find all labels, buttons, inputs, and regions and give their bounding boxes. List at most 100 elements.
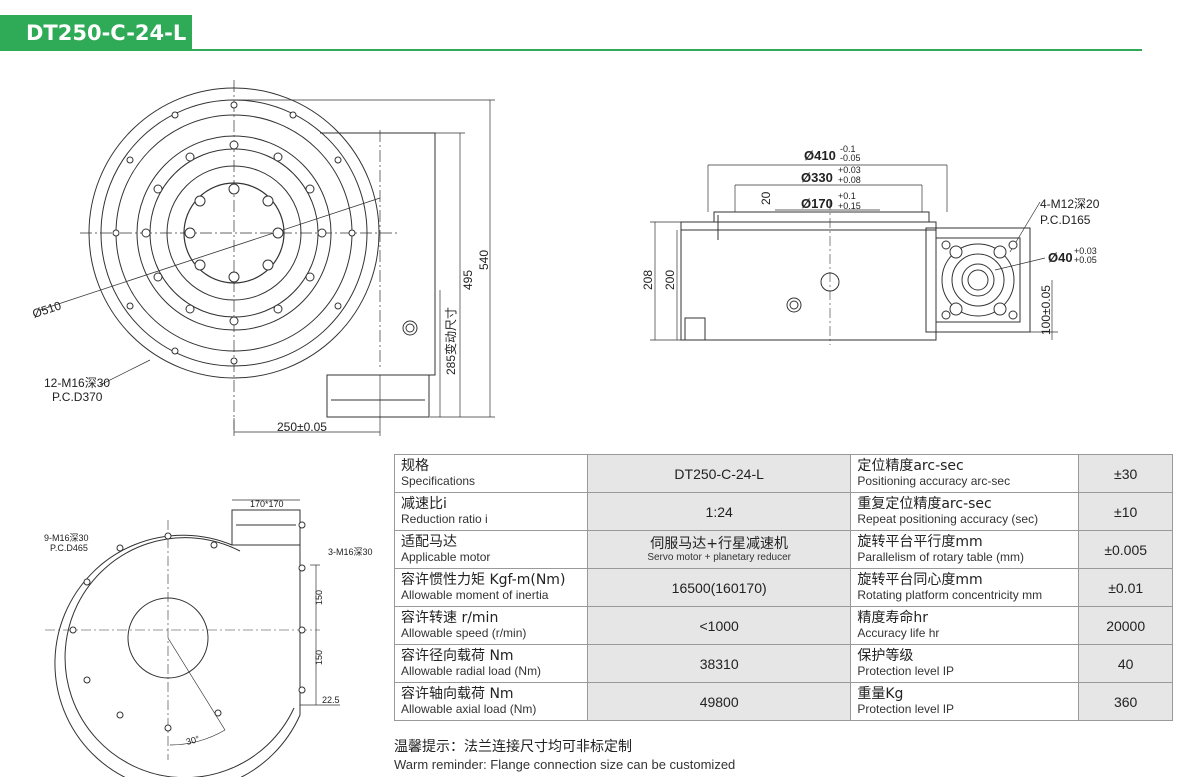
spec-text: Parallelism of rotary table (mm) xyxy=(857,550,1025,564)
tol-330-dn: +0.08 xyxy=(838,175,861,185)
spec-text: Rotating platform concentricity mm xyxy=(857,588,1043,602)
side-pcd: P.C.D165 xyxy=(1040,213,1091,227)
dim-100: 100±0.05 xyxy=(1039,285,1053,335)
spec-text: Specifications xyxy=(401,474,476,488)
spec-value-cell: <1000 xyxy=(586,606,852,645)
dim-200: 200 xyxy=(663,270,677,290)
tol-170-dn: +0.15 xyxy=(838,201,861,211)
spec-text: 减速比i xyxy=(401,496,447,512)
dim-495: 495 xyxy=(461,270,475,290)
spec-text: 16500(160170) xyxy=(671,579,767,596)
dim-540: 540 xyxy=(477,250,491,270)
spec-text: 360 xyxy=(1113,693,1138,710)
dim-20: 20 xyxy=(759,191,773,205)
spec-text: 伺服马达+行星减速机 xyxy=(650,536,789,552)
flange-size: 170*170 xyxy=(250,499,284,509)
spec-text: 重量Kg xyxy=(857,686,904,702)
spec-value-cell: DT250-C-24-L xyxy=(586,454,852,493)
spec-value-cell: 360 xyxy=(1078,682,1173,721)
tol-40-dn: +0.05 xyxy=(1074,255,1097,265)
dim-dia-410: Ø410 xyxy=(804,148,836,163)
spec-text: 定位精度arc-sec xyxy=(857,458,964,474)
spec-value-cell: ±0.01 xyxy=(1078,568,1173,607)
spec-text: ±30 xyxy=(1114,465,1138,482)
spec-text: 精度寿命hr xyxy=(857,610,928,626)
spec-value-cell: ±0.005 xyxy=(1078,530,1173,569)
tol-410-up: -0.1 xyxy=(840,144,856,154)
spec-text: 保护等级 xyxy=(857,648,914,664)
dim-dia-170: Ø170 xyxy=(801,196,833,211)
spec-text: <1000 xyxy=(699,617,739,634)
spec-text: 20000 xyxy=(1106,617,1146,634)
spec-text: 40 xyxy=(1117,655,1134,672)
dim-285: 285变动尺寸 xyxy=(443,307,458,375)
spec-value-cell: 49800 xyxy=(586,682,852,721)
spec-text: Protection level IP xyxy=(857,664,955,678)
dim-150-b: 150 xyxy=(314,650,324,665)
pcd-label: P.C.D370 xyxy=(52,390,103,404)
spec-text: 重复定位精度arc-sec xyxy=(857,496,992,512)
spec-text: 容许轴向载荷 Nm xyxy=(401,686,514,702)
tol-410-dn: -0.05 xyxy=(840,153,861,163)
spec-text: 49800 xyxy=(699,693,739,710)
spec-value-cell: 16500(160170) xyxy=(586,568,852,607)
spec-label-cell: 容许惯性力矩 Kgf-m(Nm)Allowable moment of iner… xyxy=(394,568,588,607)
dim-150-a: 150 xyxy=(314,590,324,605)
spec-text: Servo motor + planetary reducer xyxy=(647,552,792,563)
dim-250: 250±0.05 xyxy=(277,420,327,434)
spec-text: Allowable moment of inertia xyxy=(401,588,549,602)
spec-text: Allowable radial load (Nm) xyxy=(401,664,542,678)
spec-text: Allowable axial load (Nm) xyxy=(401,702,537,716)
spec-text: 适配马达 xyxy=(401,534,457,550)
side-holes: 4-M12深20 xyxy=(1040,197,1100,211)
spec-text: Repeat positioning accuracy (sec) xyxy=(857,512,1039,526)
spec-text: 1:24 xyxy=(705,503,733,520)
bottom-holes-right: 3-M16深30 xyxy=(328,547,373,557)
spec-text: 旋转平台平行度mm xyxy=(857,534,983,550)
reminder-en: Warm reminder: Flange connection size ca… xyxy=(394,757,736,772)
spec-text: 旋转平台同心度mm xyxy=(857,572,983,588)
dim-dia-330: Ø330 xyxy=(801,170,833,185)
spec-value-cell: ±30 xyxy=(1078,454,1173,493)
dim-22-5: 22.5 xyxy=(322,695,340,705)
bottom-pcd-left: P.C.D465 xyxy=(50,543,88,553)
spec-value-cell: 40 xyxy=(1078,644,1173,683)
spec-text: Allowable speed (r/min) xyxy=(401,626,527,640)
tol-330-up: +0.03 xyxy=(838,165,861,175)
spec-text: 规格 xyxy=(401,458,429,474)
holes-label: 12-M16深30 xyxy=(44,376,110,390)
spec-text: Positioning accuracy arc-sec xyxy=(857,474,1011,488)
reminder-cn: 温馨提示：法兰连接尺寸均可非标定制 xyxy=(394,739,632,755)
dim-dia-510: Ø510 xyxy=(31,298,64,320)
spec-text: Accuracy life hr xyxy=(857,626,940,640)
angle-30: 30° xyxy=(185,734,201,747)
tol-40-up: +0.03 xyxy=(1074,246,1097,256)
spec-text: Reduction ratio i xyxy=(401,512,488,526)
spec-text: ±0.005 xyxy=(1104,541,1148,558)
spec-text: ±0.01 xyxy=(1108,579,1144,596)
spec-text: DT250-C-24-L xyxy=(674,465,764,482)
bottom-holes-left: 9-M16深30 xyxy=(44,533,89,543)
tol-170-up: +0.1 xyxy=(838,191,856,201)
spec-row: 容许惯性力矩 Kgf-m(Nm)Allowable moment of iner… xyxy=(394,568,1173,607)
dim-208: 208 xyxy=(641,270,655,290)
